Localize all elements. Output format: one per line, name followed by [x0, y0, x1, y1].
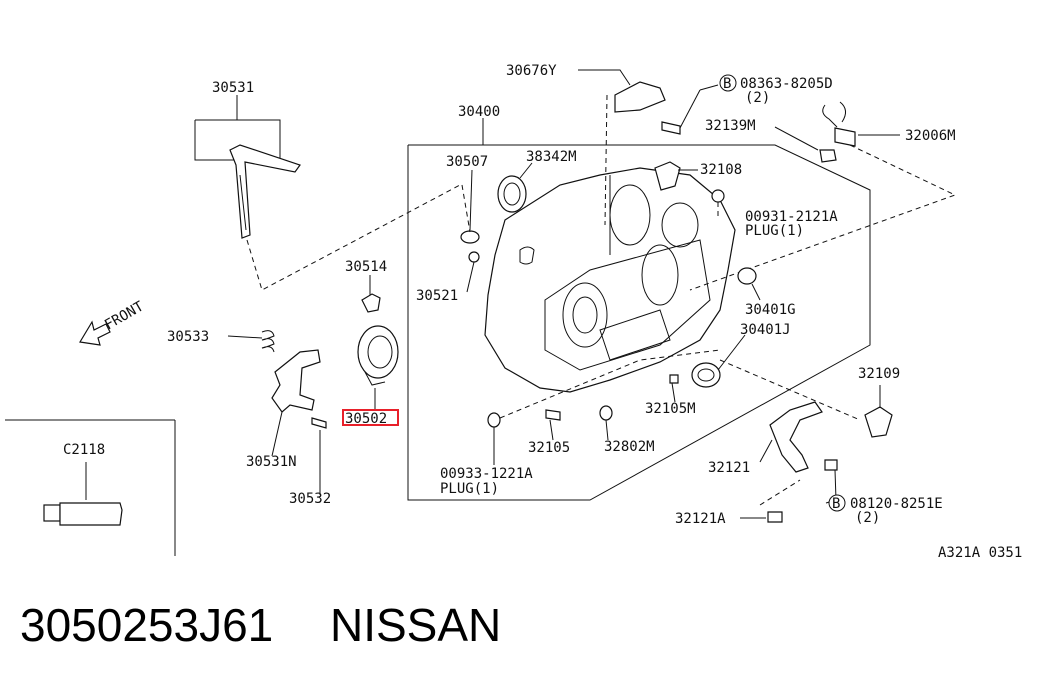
connector-32139M[interactable] — [774, 126, 837, 163]
bolt-b-symbol-2 — [828, 494, 846, 512]
label-08120-qty: (2) — [855, 510, 880, 526]
seal-30507[interactable] — [460, 169, 480, 244]
label-30676Y[interactable]: 30676Y — [506, 63, 557, 79]
label-30502[interactable]: 30502 — [345, 411, 387, 427]
label-32121A[interactable]: 32121A — [675, 511, 726, 527]
label-30400[interactable]: 30400 — [458, 104, 500, 120]
bracket-30676Y[interactable] — [578, 69, 666, 226]
seal-30401J[interactable] — [691, 334, 746, 388]
inset-frame — [5, 419, 176, 556]
tool-C2118[interactable] — [43, 462, 123, 526]
case-frame — [407, 144, 871, 501]
label-30531N[interactable]: 30531N — [246, 454, 297, 470]
front-arrow — [79, 320, 111, 346]
plug-30521[interactable] — [466, 251, 480, 293]
label-plug-1: PLUG(1) — [745, 223, 804, 239]
dash-30507 — [461, 184, 471, 233]
label-32109[interactable]: 32109 — [858, 366, 900, 382]
shift-fork-30531N[interactable] — [271, 349, 321, 457]
label-30401J[interactable]: 30401J — [740, 322, 791, 338]
label-32121[interactable]: 32121 — [708, 460, 750, 476]
label-32006M[interactable]: 32006M — [905, 128, 956, 144]
rod-dash-line — [246, 184, 461, 291]
label-32105[interactable]: 32105 — [528, 440, 570, 456]
label-00931-2121A[interactable]: 00931-2121A — [745, 209, 838, 225]
label-00933-1221A[interactable]: 00933-1221A — [440, 466, 533, 482]
plug-00933-1221A[interactable] — [487, 412, 501, 465]
label-08120-8251E[interactable]: 08120-8251E — [850, 496, 943, 512]
highlight-30502[interactable] — [342, 409, 399, 426]
bolt-b-symbol-1 — [719, 74, 737, 92]
spring-30533[interactable] — [227, 330, 275, 353]
footer-part-number: 3050253J61 — [20, 599, 274, 651]
bolt-08363-8205D[interactable] — [661, 84, 719, 135]
shift-rod-30531[interactable] — [194, 119, 301, 239]
label-C2118[interactable]: C2118 — [63, 442, 105, 458]
footer-brand: NISSAN — [330, 599, 502, 651]
label-30401G[interactable]: 30401G — [745, 302, 796, 318]
release-bearing-30502[interactable] — [357, 325, 399, 410]
diagram-reference: A321A 0351 — [938, 545, 1022, 561]
label-30507[interactable]: 30507 — [446, 154, 488, 170]
bracket-32121[interactable] — [759, 401, 823, 473]
transmission-case-30400[interactable] — [484, 167, 736, 393]
bolt-32121A[interactable] — [740, 511, 783, 523]
label-30532[interactable]: 30532 — [289, 491, 331, 507]
switch-dash — [689, 144, 957, 291]
label-30533[interactable]: 30533 — [167, 329, 209, 345]
oil-seal-38342M[interactable] — [497, 162, 533, 213]
label-32108[interactable]: 32108 — [700, 162, 742, 178]
label-08363-qty: (2) — [745, 90, 770, 106]
label-front: FRONT — [102, 298, 147, 333]
cover-32108[interactable] — [654, 161, 698, 191]
seal-32802M[interactable] — [599, 405, 613, 441]
seal-30401G[interactable] — [737, 267, 761, 301]
label-30531[interactable]: 30531 — [212, 80, 254, 96]
bracket-dash — [759, 479, 801, 506]
gear-32105[interactable] — [545, 409, 561, 441]
label-30514[interactable]: 30514 — [345, 259, 387, 275]
switch-32006M[interactable] — [822, 101, 900, 147]
label-30521[interactable]: 30521 — [416, 288, 458, 304]
label-08363-8205D[interactable]: 08363-8205D — [740, 76, 833, 92]
bolt-b-letter-1: B — [723, 76, 731, 92]
clip-30514[interactable] — [361, 275, 381, 313]
label-32105M[interactable]: 32105M — [645, 401, 696, 417]
pin-30532[interactable] — [311, 417, 327, 495]
label-32139M[interactable]: 32139M — [705, 118, 756, 134]
bolt-b-letter-2: B — [832, 496, 840, 512]
label-38342M[interactable]: 38342M — [526, 149, 577, 165]
cap-32109[interactable] — [864, 385, 893, 438]
label-plug-2: PLUG(1) — [440, 481, 499, 497]
sleeve-32105M[interactable] — [669, 374, 679, 403]
plug-00931-2121A[interactable] — [711, 189, 725, 220]
cap-dash — [719, 359, 861, 421]
label-32802M[interactable]: 32802M — [604, 439, 655, 455]
